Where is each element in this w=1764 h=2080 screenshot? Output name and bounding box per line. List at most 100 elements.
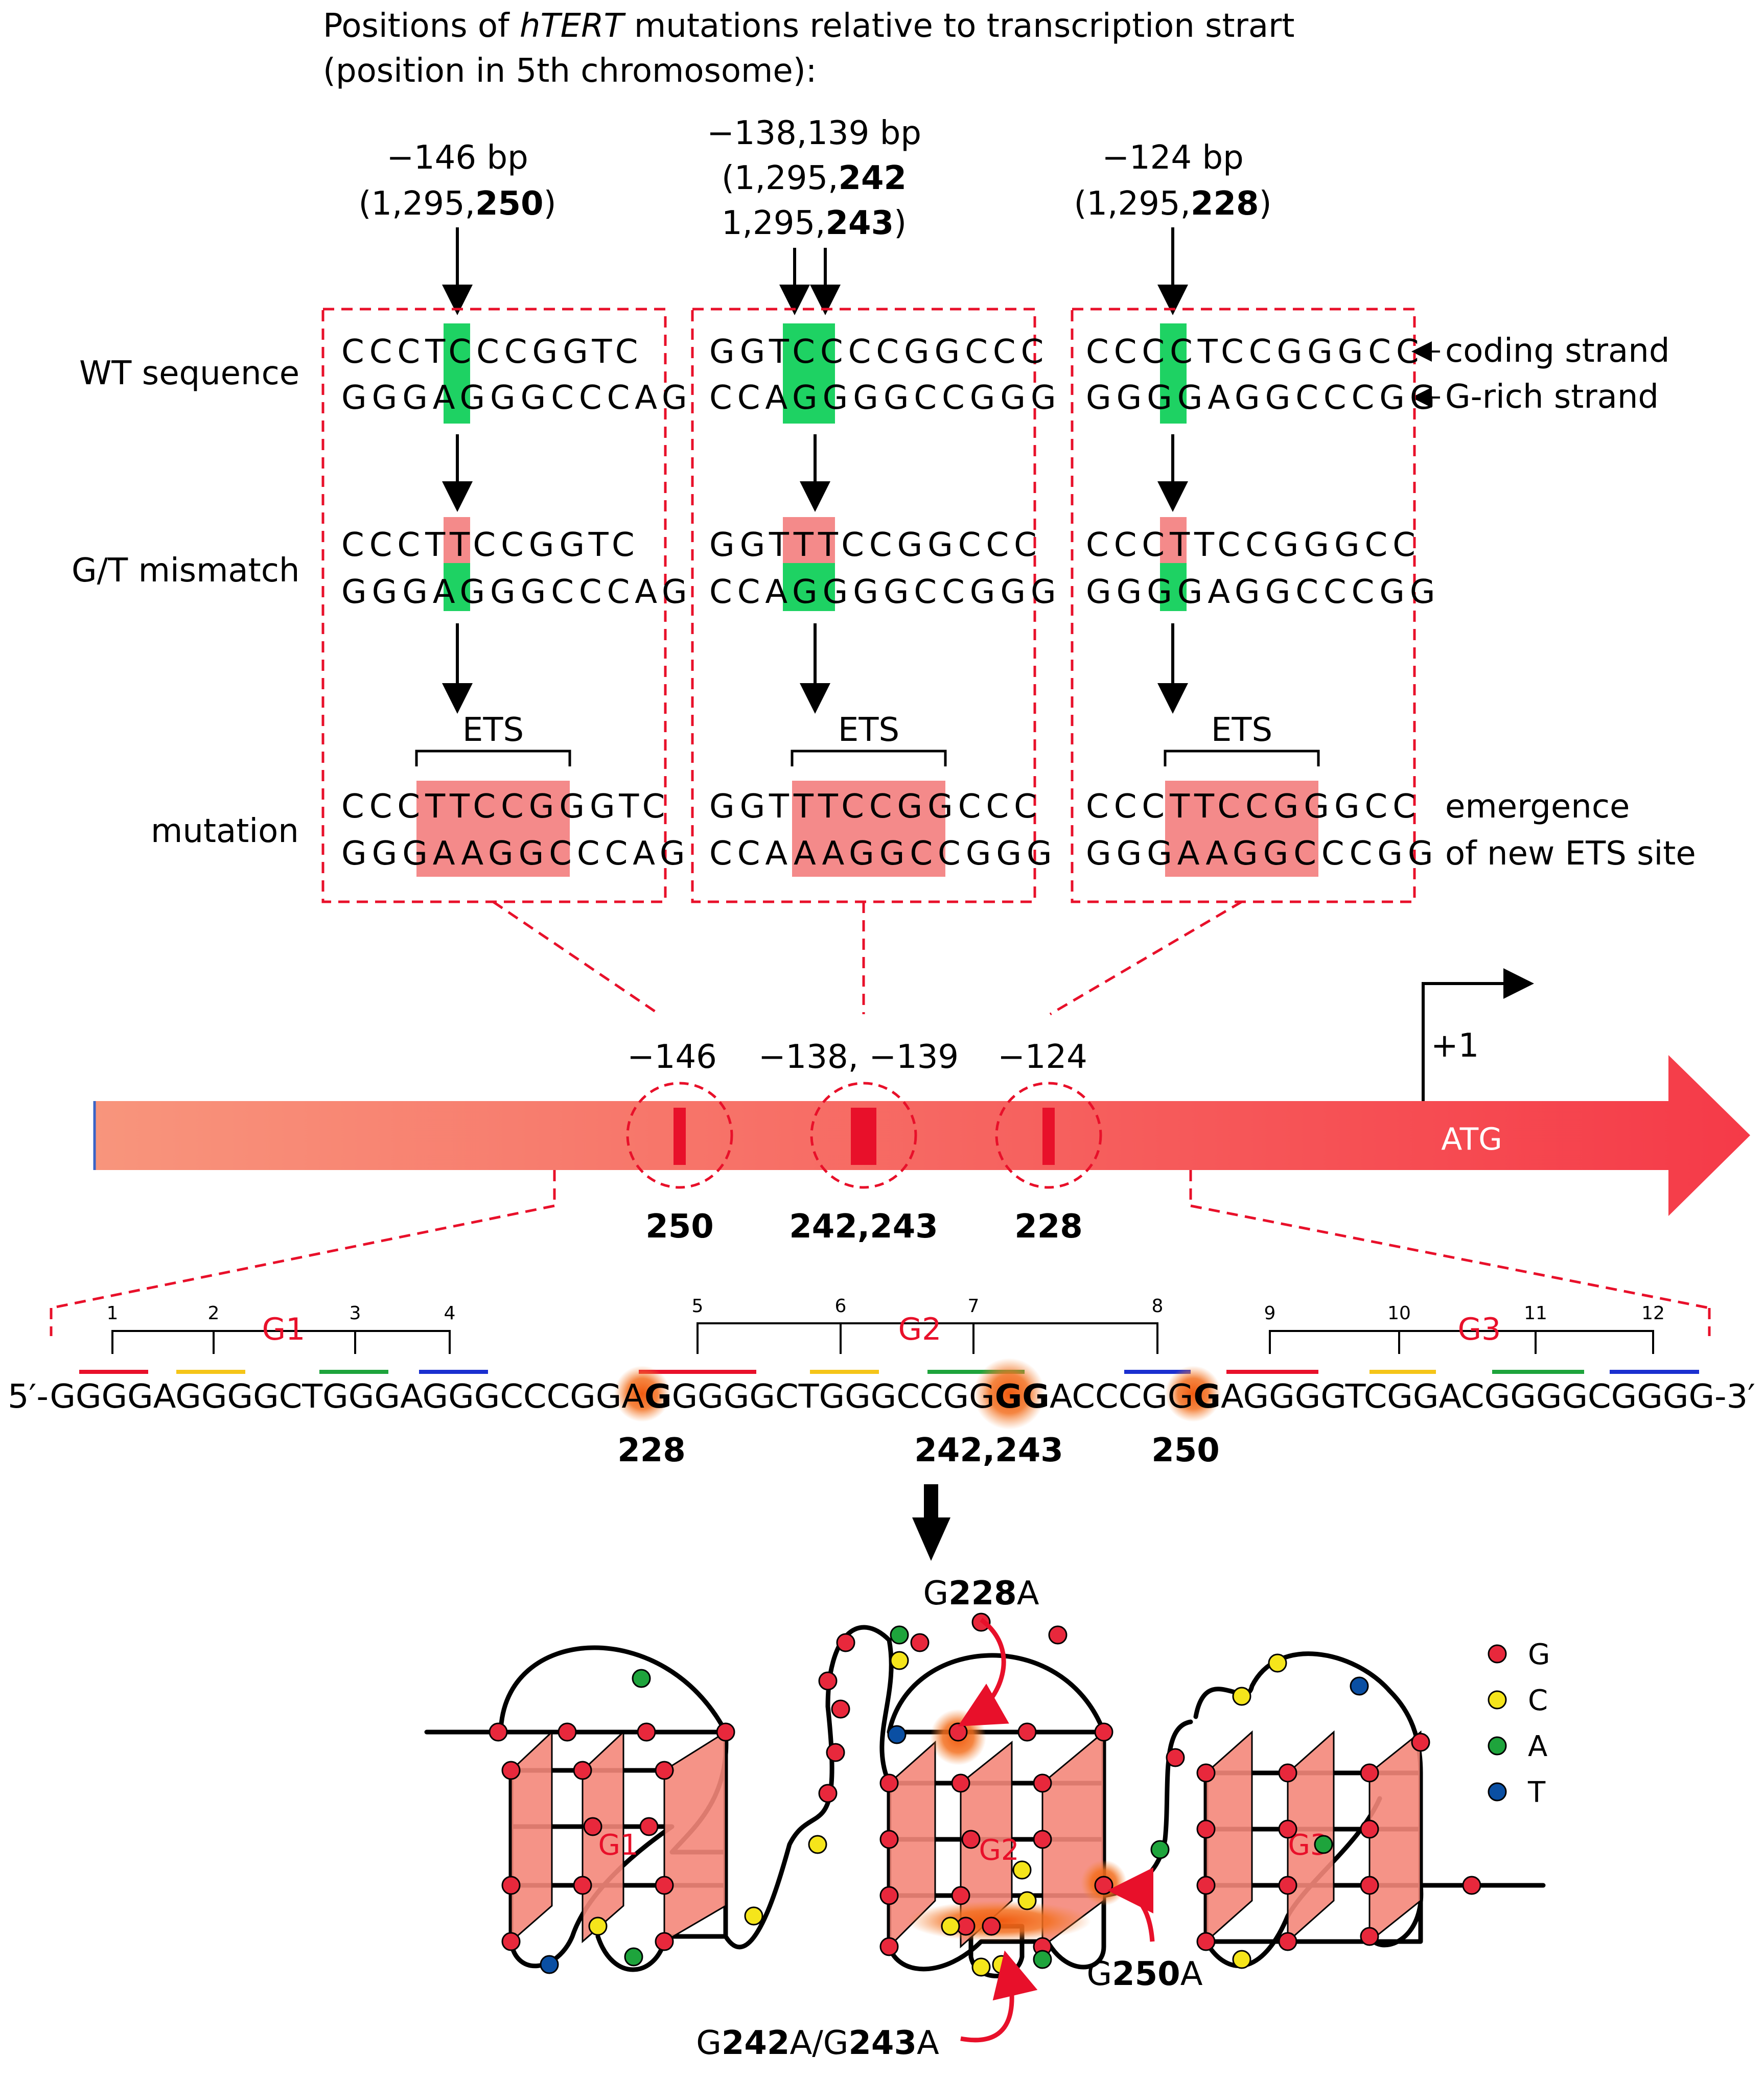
svg-text:G2: G2 [898,1312,942,1347]
svg-text:(1,295,250): (1,295,250) [358,185,556,223]
svg-text:228: 228 [1014,1208,1083,1246]
svg-text:−124: −124 [997,1038,1087,1076]
sequence-position-labels: 228 242,243 250 [617,1432,1220,1469]
svg-text:12: 12 [1641,1303,1665,1324]
svg-text:G3: G3 [1458,1312,1501,1347]
zoom-lines-top [492,900,1243,1016]
svg-text:242,243: 242,243 [914,1432,1063,1469]
emergence-label-2: of new ETS site [1445,835,1696,873]
svg-text:228: 228 [617,1432,686,1469]
svg-text:10: 10 [1387,1303,1411,1324]
svg-text:242,243: 242,243 [789,1208,938,1246]
svg-text:CCCCTCCGGGCC: CCCCTCCGGGCC [1086,333,1424,371]
svg-text:GGGAAGGCCCAG: GGGAAGGCCCAG [341,835,690,873]
svg-text:ETS: ETS [1211,711,1272,749]
svg-text:GGGAGGGCCCAG: GGGAGGGCCCAG [341,573,692,611]
figure-title: Positions of hTERT mutations relative to… [323,7,1295,45]
mutation-label-g228a: G228A [923,1575,1039,1612]
svg-text:8: 8 [1152,1296,1164,1317]
tract-numbers: 1 2 3 4 5 6 7 8 9 10 11 12 [107,1296,1665,1324]
legend-labels: G C A T [1527,1638,1550,1809]
svg-text:T: T [1527,1776,1546,1809]
svg-text:CCAAAGGCCGGG: CCAAAGGCCGGG [709,835,1057,873]
sequence-box-1: CCCTCCCGGTC GGGAGGGCCCAG CCCTTCCGGTC GGG… [321,308,692,903]
mutation-label-g242a-g243a: G242A/G243A [696,2024,939,2062]
svg-text:6: 6 [835,1296,847,1317]
quadruplex-structures: G1 G2 G3 [424,1612,1546,1978]
site-mark-250 [674,1108,686,1165]
svg-text:1: 1 [107,1303,119,1324]
emergence-label-1: emergence [1445,788,1630,826]
svg-text:GGTTTCCGGCCC: GGTTTCCGGCCC [709,788,1042,826]
sequence-glows [614,1358,1221,1430]
svg-text:250: 250 [645,1208,714,1246]
gt-highlight-top [444,517,470,563]
atg-label: ATG [1441,1121,1502,1157]
svg-text:CCAGGGGCCGGG: CCAGGGGCCGGG [709,379,1061,417]
svg-text:ETS: ETS [838,711,899,749]
svg-text:−146 bp: −146 bp [386,139,528,177]
grich-strand-label: G-rich strand [1445,378,1659,416]
svg-text:CCCTTCCGGGCC: CCCTTCCGGGCC [1086,788,1421,826]
svg-text:4: 4 [444,1303,456,1324]
svg-text:−138,139 bp: −138,139 bp [707,114,921,152]
wt-highlight [444,323,470,424]
svg-text:GGGGAGGCCCGG: GGGGAGGCCCGG [1086,573,1440,611]
quadruplex-bracket-labels: G1 G2 G3 [262,1312,1501,1347]
svg-text:7: 7 [968,1296,980,1317]
sequence-box-2: GGTCCCCGGCCC CCAGGGGCCGGG GGTTTCCGGCCC C… [691,308,1061,903]
zoom-lines-bottom [50,1170,1711,1336]
svg-text:CCCTTCCGGTC: CCCTTCCGGTC [341,526,640,564]
figure-subtitle: (position in 5th chromosome): [323,52,817,90]
svg-text:(1,295,242: (1,295,242 [722,159,907,197]
mutation-arrows [958,1618,1155,2043]
svg-text:5: 5 [692,1296,704,1317]
promoter-bar: −146 −138, −139 −124 250 242,243 228 ATG… [93,968,1750,1246]
site-mark-228 [1042,1108,1055,1165]
svg-text:GGTTTCCGGCCC: GGTTTCCGGCCC [709,526,1042,564]
mutation-header-138-139: −138,139 bp (1,295,242 1,295,243) [707,114,921,242]
svg-text:−138, −139: −138, −139 [758,1038,959,1076]
sequence-box-3: CCCCTCCGGGCC GGGGAGGCCCGG CCCTTCCGGGCC G… [1071,308,1440,903]
strand-labels: coding strand G-rich strand [1411,332,1669,416]
mutation-header-124: −124 bp (1,295,228) [1074,139,1271,223]
svg-text:250: 250 [1151,1432,1220,1469]
g2-label: G2 [979,1834,1019,1867]
svg-text:C: C [1528,1684,1548,1717]
quadruplex-brackets [111,1322,1654,1354]
g1-label: G1 [598,1829,638,1862]
svg-text:GGGAAGGCCCGG: GGGAAGGCCCGG [1086,835,1438,873]
svg-text:9: 9 [1264,1303,1276,1324]
tss-label: +1 [1431,1027,1479,1065]
big-down-arrow [912,1484,950,1561]
svg-text:GGTCCCCGGCCC: GGTCCCCGGCCC [709,333,1049,371]
nucleotide-legend [1488,1644,1507,1802]
svg-text:2: 2 [208,1303,220,1324]
row-label-mutation: mutation [151,812,299,850]
svg-text:(1,295,228): (1,295,228) [1074,185,1271,223]
coding-strand-label: coding strand [1445,332,1669,370]
svg-text:CCAGGGGCCGGG: CCAGGGGCCGGG [709,573,1061,611]
svg-text:G: G [1528,1638,1550,1671]
svg-text:1,295,243): 1,295,243) [722,204,907,242]
mutation-label-g250a: G250A [1087,1955,1203,1993]
svg-text:−124 bp: −124 bp [1102,139,1243,177]
svg-text:ETS: ETS [462,711,524,749]
svg-text:CCCTTCCGGGCC: CCCTTCCGGGCC [1086,526,1421,564]
svg-text:A: A [1528,1730,1547,1763]
row-label-gt: G/T mismatch [72,552,299,590]
row-label-wt: WT sequence [79,355,299,392]
svg-text:3: 3 [350,1303,361,1324]
svg-text:−146: −146 [627,1038,717,1076]
ets-highlight [416,781,570,877]
svg-text:CCCTCCCGGTC: CCCTCCCGGTC [341,333,643,371]
svg-text:G1: G1 [262,1312,306,1347]
mutation-header-146: −146 bp (1,295,250) [358,139,556,223]
svg-text:GGGGAGGCCCGG: GGGGAGGCCCGG [1086,379,1440,417]
header-arrows [442,227,1188,315]
svg-text:GGGAGGGCCCAG: GGGAGGGCCCAG [341,379,692,417]
svg-text:CCCTTCCGGGTC: CCCTTCCGGGTC [341,788,670,826]
site-mark-242-243 [851,1108,876,1165]
